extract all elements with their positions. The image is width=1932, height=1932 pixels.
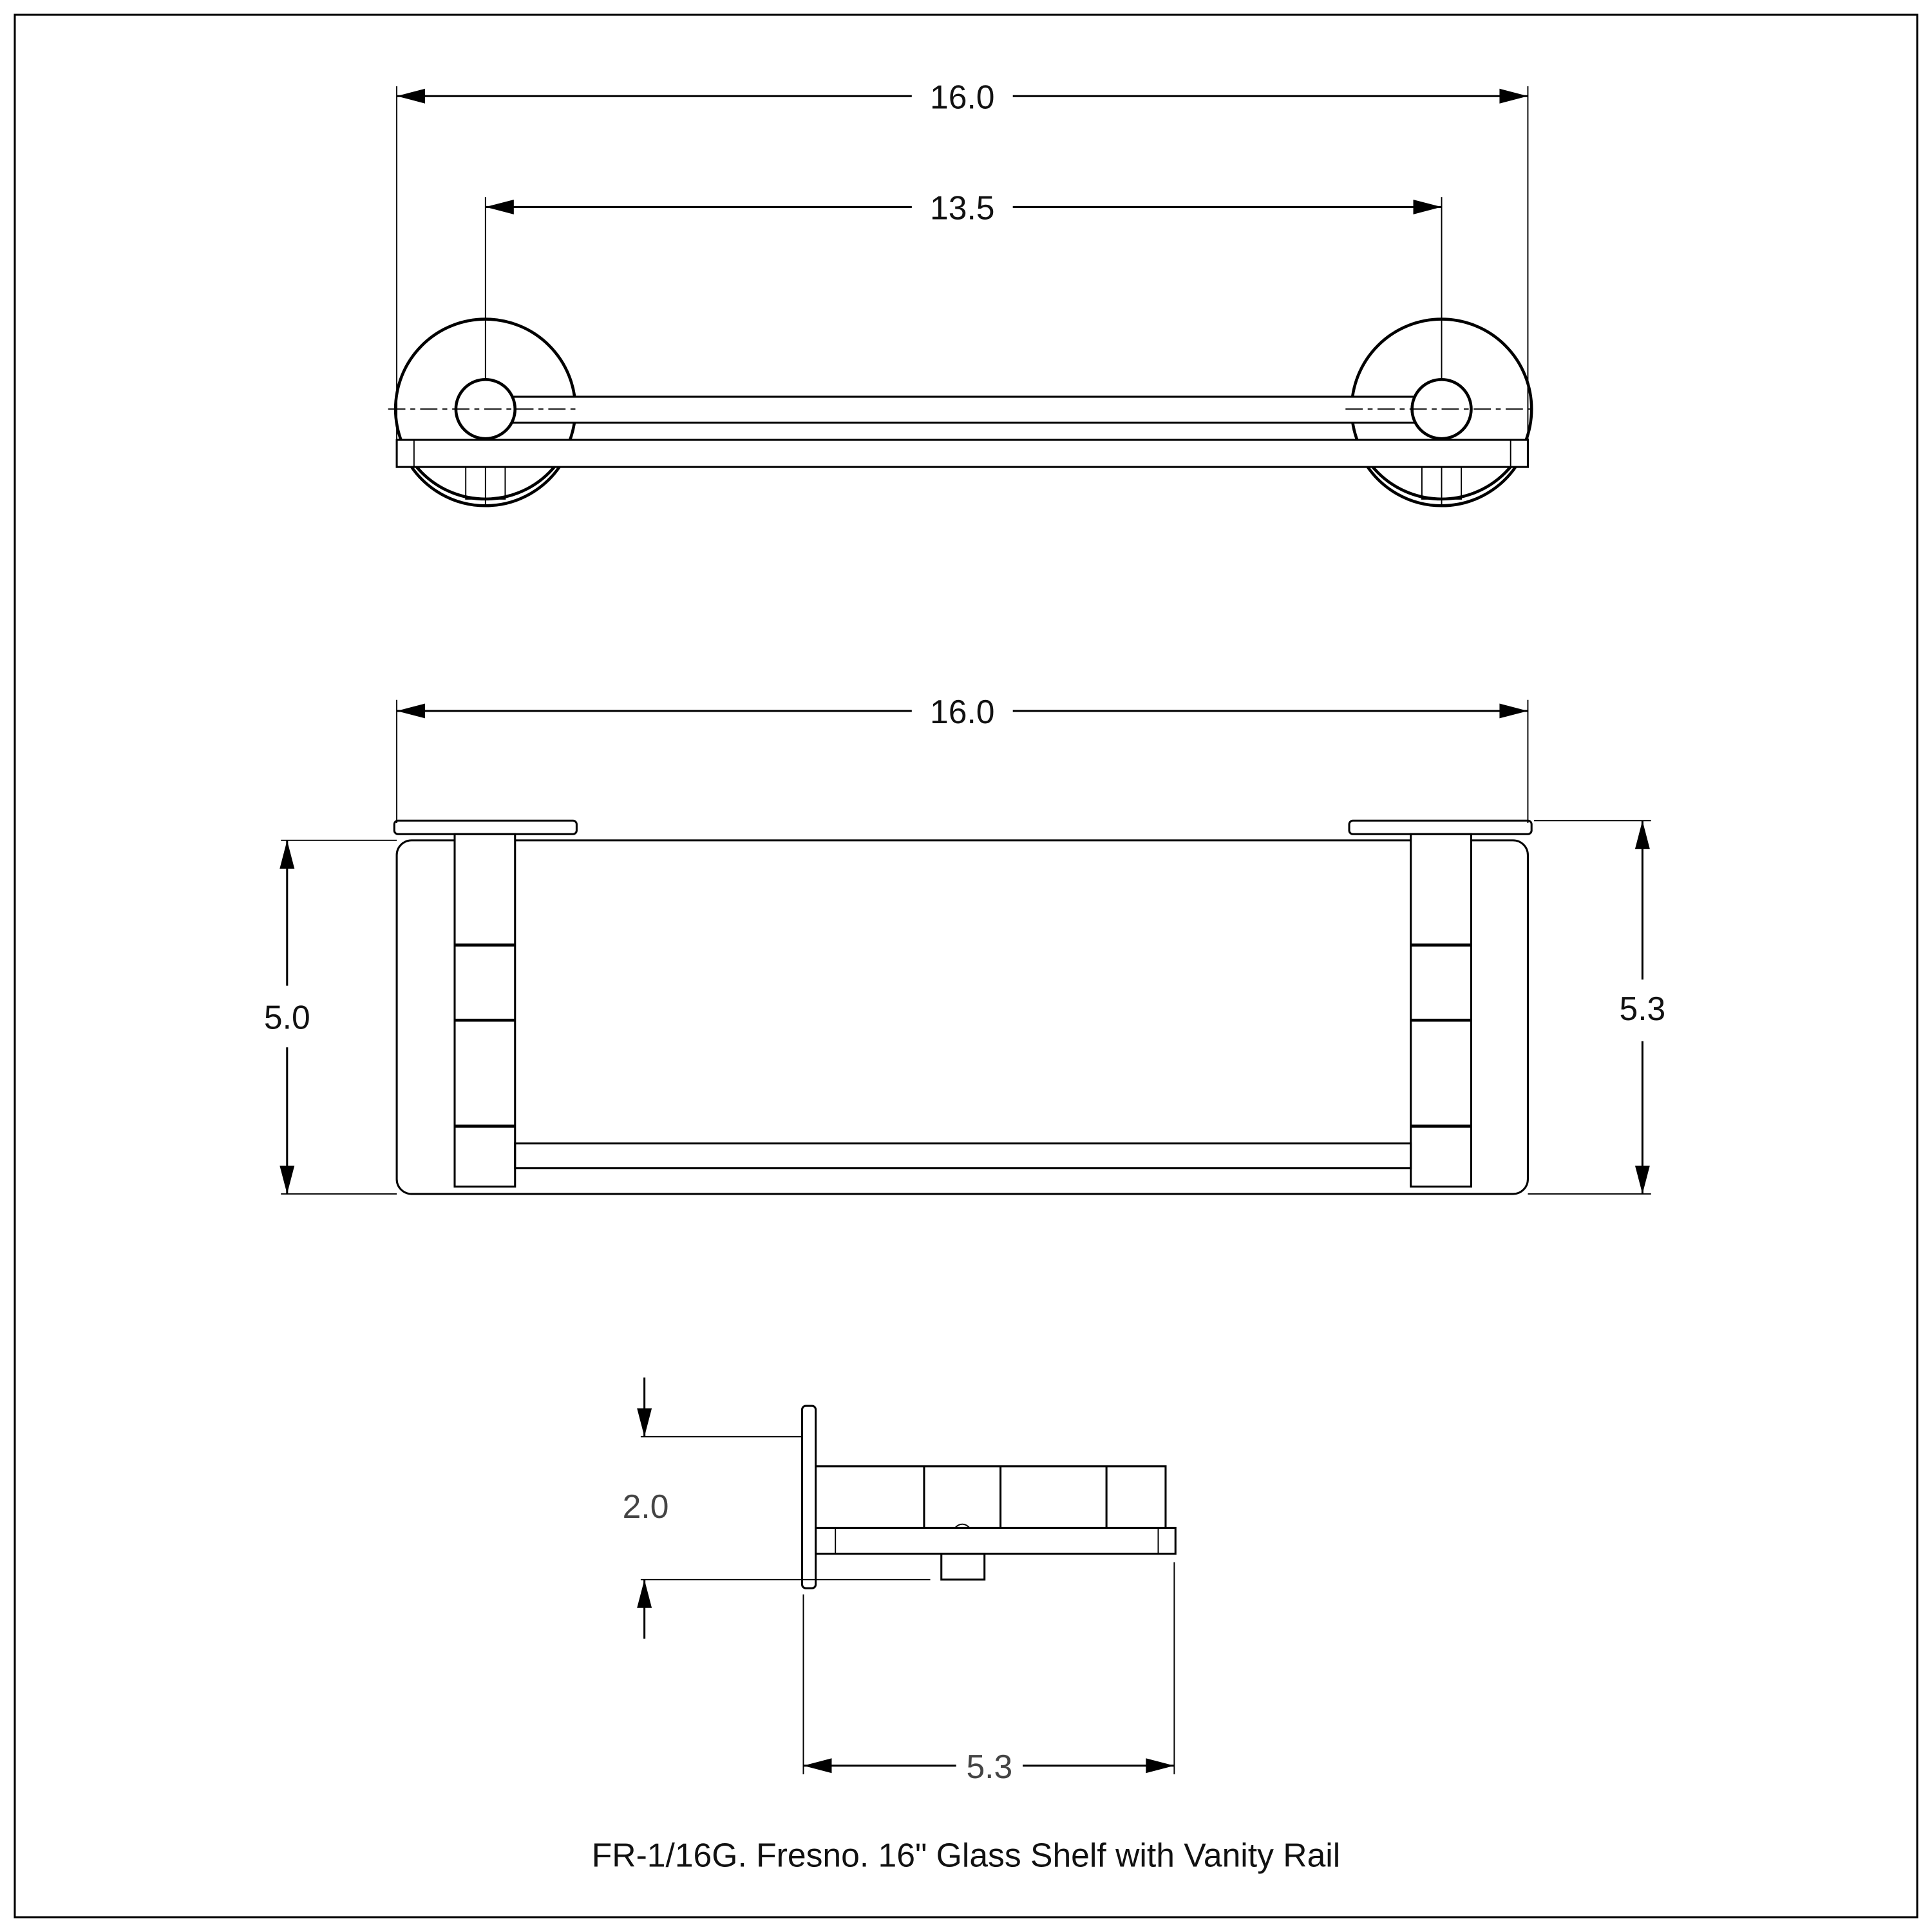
right-bracket: [1410, 833, 1472, 1188]
wall-flange: [801, 1405, 817, 1589]
dim-top-overall-width: 16.0: [397, 78, 1528, 115]
dim-side-depth: 5.3: [802, 1562, 1175, 1785]
glass-shelf: [815, 1526, 1177, 1555]
top-view: 16.0 13.5: [388, 78, 1538, 507]
dim-label: 16.0: [930, 693, 995, 730]
dim-label: 5.0: [264, 999, 310, 1036]
vanity-rail: [514, 1142, 1412, 1170]
glass-shelf: [395, 439, 1529, 468]
dim-label: 5.3: [1619, 990, 1665, 1027]
right-flange: [1348, 819, 1533, 835]
dim-side-flange-height: 2.0: [623, 1378, 931, 1639]
dim-top-mount-spacing: 13.5: [485, 189, 1442, 227]
dim-front-height-right: 5.3: [1528, 820, 1665, 1195]
left-bracket: [453, 833, 516, 1188]
left-flange: [393, 819, 578, 835]
dim-label: 16.0: [930, 78, 995, 115]
side-view: 2.0 5.3: [623, 1378, 1177, 1785]
front-view: 16.0 5.0: [264, 693, 1665, 1195]
dim-label: 13.5: [930, 189, 995, 227]
dim-label: 2.0: [623, 1488, 669, 1525]
dim-label: 5.3: [966, 1748, 1012, 1785]
glass-shelf: [395, 839, 1529, 1195]
dim-front-height-left: 5.0: [264, 839, 397, 1195]
drawing-frame: [14, 14, 1918, 1918]
dim-front-overall-width: 16.0: [397, 693, 1528, 730]
drawing-caption: FR-1/16G. Fresno. 16" Glass Shelf with V…: [592, 1837, 1341, 1874]
rail-mount: [940, 1553, 986, 1581]
